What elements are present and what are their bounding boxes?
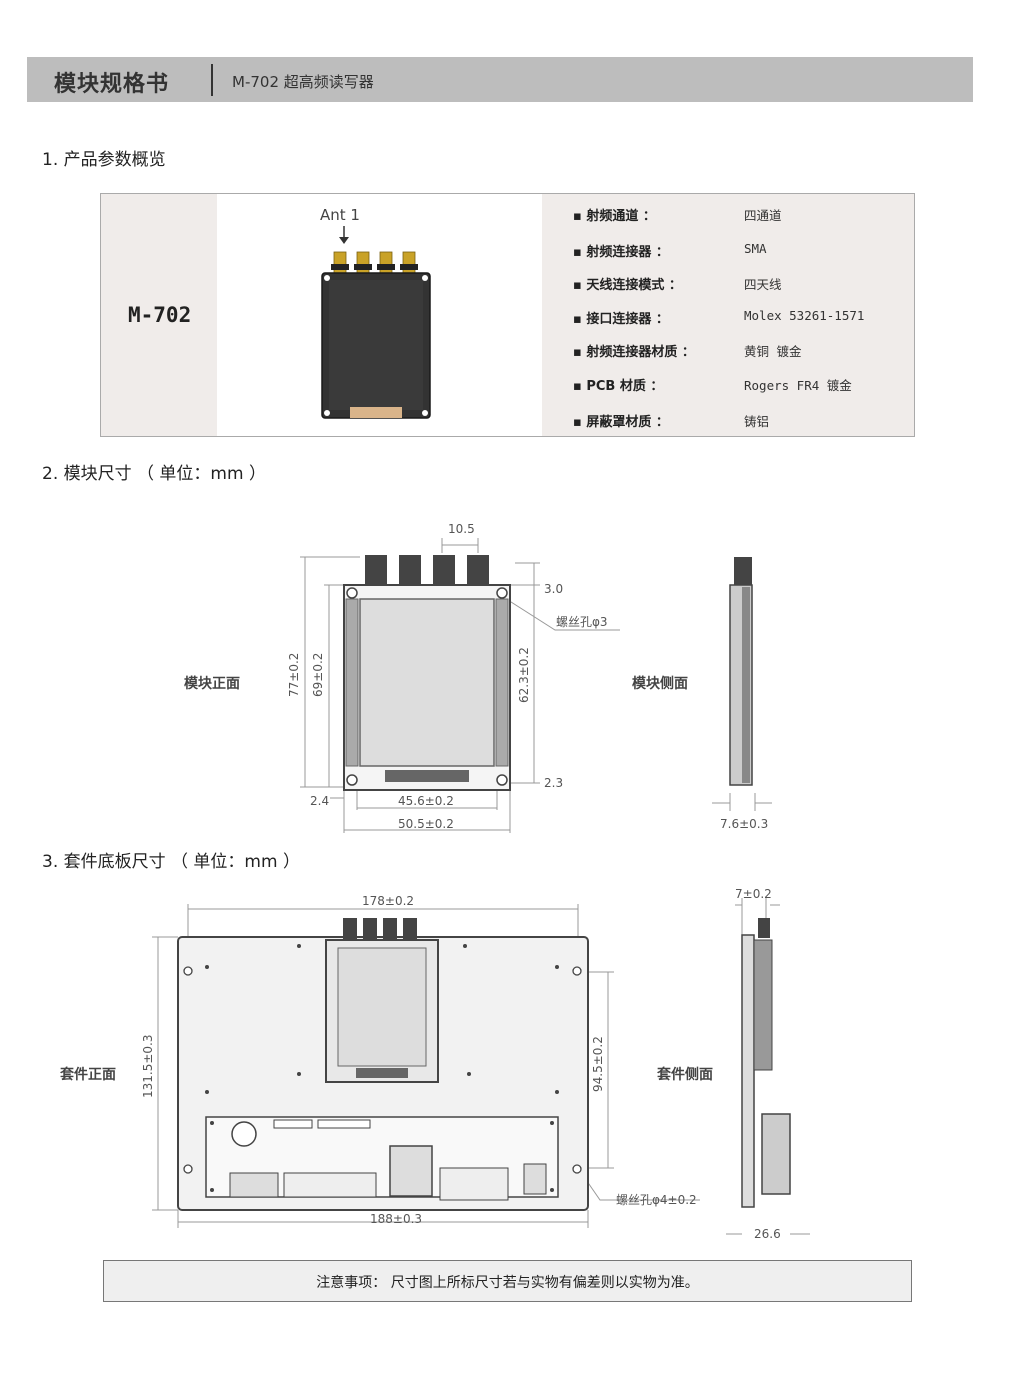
dim-pitch: 10.5 (448, 522, 475, 536)
spec-row: ▪ PCB 材质 ： Rogers FR4 镀金 (573, 375, 903, 395)
note-box (103, 1260, 912, 1302)
product-image-area: Ant 1 (217, 194, 542, 436)
spec-label: ▪ 射频通道 ： (573, 209, 656, 224)
note-text: 注意事项： 尺寸图上所标尺寸若与实物有偏差则以实物为准。 (316, 1275, 699, 1291)
dim-board-side-depth: 26.6 (754, 1227, 781, 1241)
spec-value: 铸铝 (744, 414, 770, 429)
dim-height-body: 69±0.2 (311, 653, 325, 697)
board-dimension-drawing: 178±0.2 7±0.2 螺丝孔φ4±0.2 188±0.3 26.6 131… (60, 887, 810, 1241)
board-side-label: 套件侧面 (657, 1066, 713, 1083)
board-side-outline (741, 918, 791, 1208)
ant-label: Ant 1 (320, 206, 360, 224)
header-divider (211, 64, 213, 96)
spec-row: ▪ 射频连接器材质 ： 黄铜 镀金 (573, 341, 903, 361)
dim-top-gap: 3.0 (544, 582, 563, 596)
spec-label: ▪ 天线连接模式 ： (573, 278, 682, 293)
doc-subtitle: M-702 超高频读写器 (232, 73, 374, 91)
module-dimension-drawing: 10.5 3.0 螺丝孔φ3 2.3 2.4 45.6±0.2 50.5±0.2… (184, 522, 772, 833)
dim-board-height-holes: 94.5±0.2 (591, 1036, 605, 1092)
board-front-label: 套件正面 (60, 1066, 116, 1083)
dim-board-width-total: 188±0.3 (370, 1212, 422, 1226)
spec-value: Rogers FR4 镀金 (744, 378, 852, 393)
spec-value: 四天线 (744, 277, 782, 292)
spec-value: Molex 53261-1571 (744, 308, 865, 323)
spec-row: ▪ 射频连接器 ： SMA (573, 241, 903, 261)
dim-board-height-total: 131.5±0.3 (141, 1035, 155, 1099)
spec-value: 黄铜 镀金 (744, 344, 802, 359)
dim-board-side-top: 7±0.2 (735, 887, 772, 901)
dim-height-total: 77±0.2 (287, 653, 301, 697)
module-side-outline (729, 557, 753, 786)
spec-label: ▪ 射频连接器 ： (573, 245, 669, 260)
dim-thickness: 7.6±0.3 (720, 817, 768, 831)
section-1-title: 1. 产品参数概览 (42, 150, 166, 170)
dim-board-width-top: 178±0.2 (362, 894, 414, 908)
spec-row: ▪ 射频通道 ： 四通道 (573, 205, 903, 225)
module-front-outline (343, 555, 511, 791)
dim-board-hole: 螺丝孔φ4±0.2 (616, 1193, 697, 1207)
dim-height-holes: 62.3±0.2 (517, 647, 531, 703)
spec-label: ▪ 接口连接器 ： (573, 312, 669, 327)
doc-title: 模块规格书 (54, 72, 170, 97)
section-3-title: 3. 套件底板尺寸 （ 单位：mm ） (42, 852, 300, 872)
dim-bottom-gap: 2.3 (544, 776, 563, 790)
spec-row: ▪ 接口连接器 ： Molex 53261-1571 (573, 308, 903, 328)
module-front-label: 模块正面 (184, 675, 240, 692)
spec-row: ▪ 天线连接模式 ： 四天线 (573, 274, 903, 294)
spec-value: SMA (744, 241, 767, 256)
dim-width-holes: 45.6±0.2 (398, 794, 454, 808)
dim-edge: 2.4 (310, 794, 329, 808)
section-2-title: 2. 模块尺寸 （ 单位：mm ） (42, 464, 266, 484)
header-bar (27, 57, 973, 102)
model-name: M-702 (128, 303, 192, 327)
spec-label: ▪ PCB 材质 ： (573, 379, 664, 394)
dim-width-total: 50.5±0.2 (398, 817, 454, 831)
spec-row: ▪ 屏蔽罩材质 ： 铸铝 (573, 411, 903, 431)
board-front-outline (177, 918, 589, 1211)
spec-value: 四通道 (744, 208, 782, 223)
spec-label: ▪ 屏蔽罩材质 ： (573, 415, 669, 430)
product-image: Ant 1 (320, 206, 431, 419)
spec-label: ▪ 射频连接器材质 ： (573, 345, 695, 360)
dim-hole: 螺丝孔φ3 (556, 615, 608, 629)
module-side-label: 模块侧面 (632, 675, 688, 692)
